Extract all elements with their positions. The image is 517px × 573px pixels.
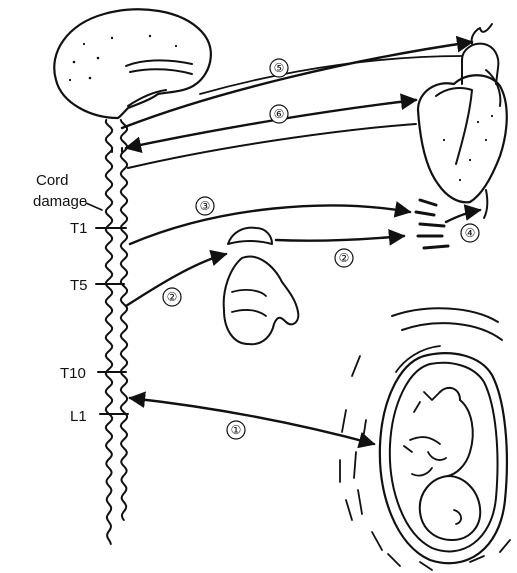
pathway-2b-number: ② xyxy=(339,251,350,265)
pathway-4-number: ④ xyxy=(465,226,476,240)
pathway-2-arrow-to-vessels xyxy=(276,236,404,241)
adrenal-kidney-illustration xyxy=(224,228,299,345)
cord-damage-label-line1: Cord xyxy=(36,172,69,189)
l1-label: L1 xyxy=(70,408,87,425)
pathway-1-number: ① xyxy=(231,423,242,437)
t5-label: T5 xyxy=(70,277,88,294)
pathway-4-arrow xyxy=(446,210,480,222)
pathway-3-number: ③ xyxy=(200,199,211,213)
heart-illustration xyxy=(418,24,507,218)
spinal-cord-illustration xyxy=(106,120,127,544)
pathway-1-arrow xyxy=(130,398,374,444)
pathway-2a-number: ② xyxy=(167,290,178,304)
brain-illustration xyxy=(54,9,211,118)
cord-damage-label-line2: damage xyxy=(33,193,87,210)
pregnant-uterus-illustration xyxy=(340,308,510,570)
blood-vessels-illustration xyxy=(416,200,448,248)
t10-label: T10 xyxy=(60,365,86,382)
pathway-5-secondary-line xyxy=(200,56,462,94)
pathway-5-number: ⑤ xyxy=(274,61,285,75)
t1-label: T1 xyxy=(70,220,88,237)
pathway-6-lower-line xyxy=(128,124,416,168)
pathway-6-number: ⑥ xyxy=(274,107,285,121)
cord-damage-pointer xyxy=(86,203,102,210)
